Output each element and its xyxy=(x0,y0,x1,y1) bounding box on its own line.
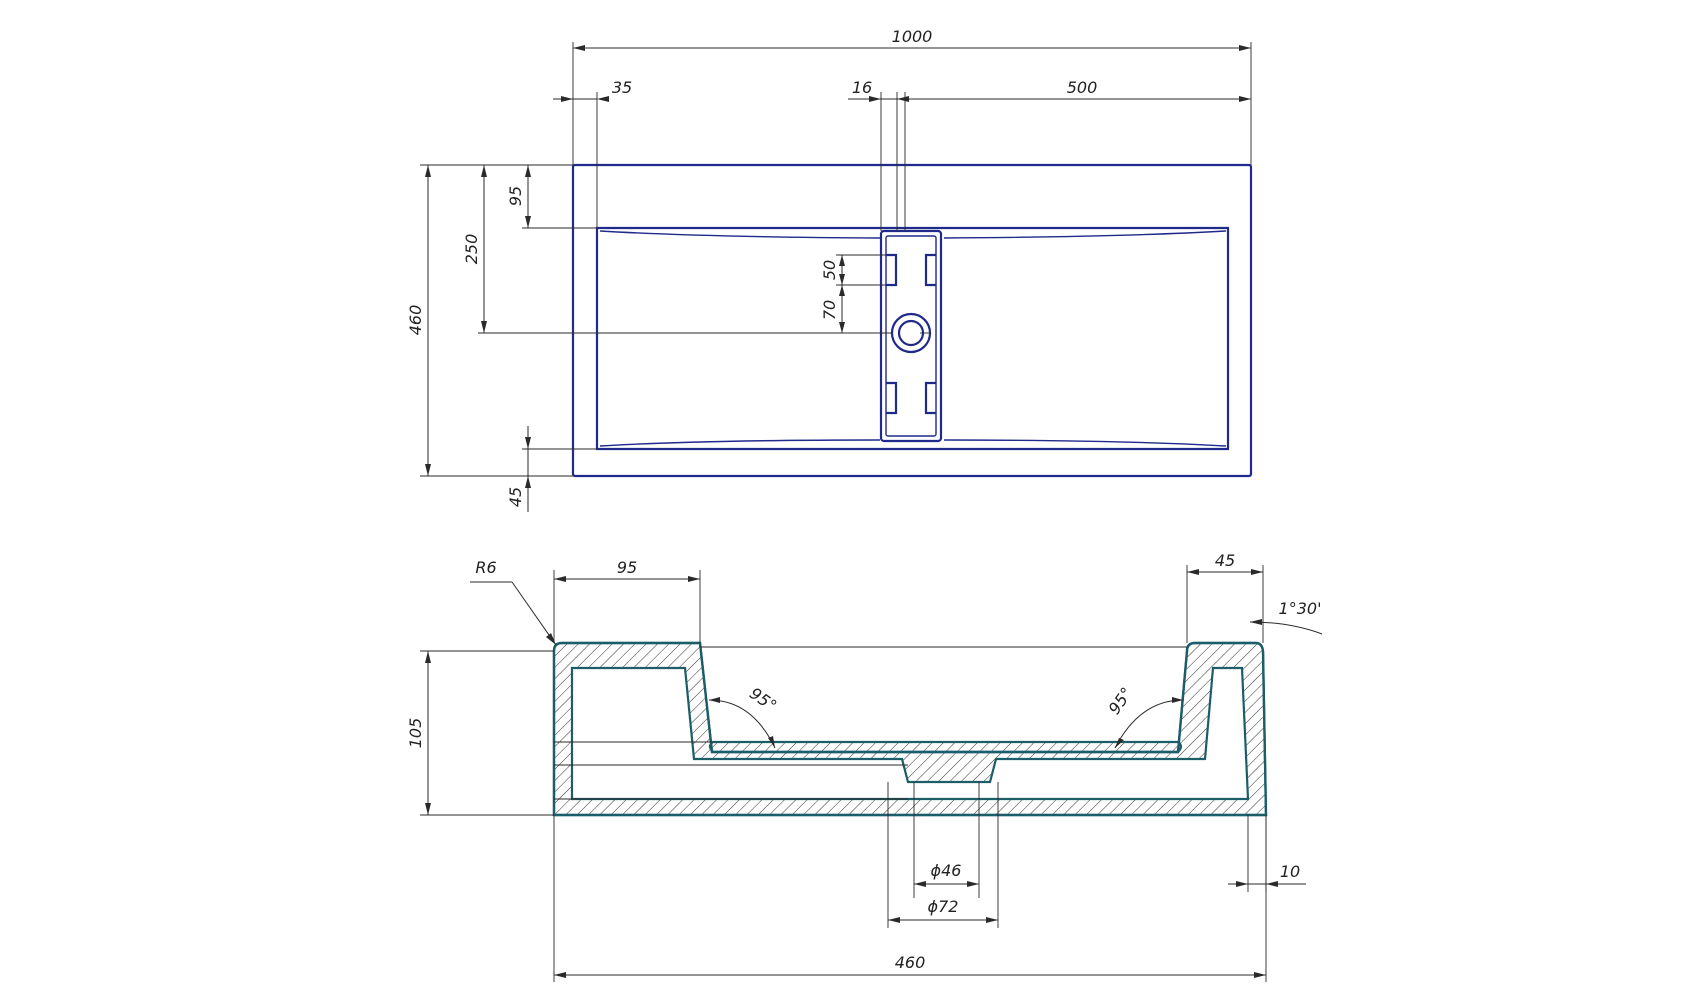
dim-half-width: 500 xyxy=(1067,78,1098,97)
dim-drain-center: 250 xyxy=(462,234,481,265)
drain-channel xyxy=(879,229,943,443)
dim-section-depth: 460 xyxy=(895,953,926,972)
dim-drain-outer: ϕ72 xyxy=(928,897,959,916)
dim-rim-offset: 35 xyxy=(612,78,632,97)
dim-left-angle: 95° xyxy=(746,684,780,716)
basin-outer-outline xyxy=(571,163,1253,478)
basin-inner-bowl xyxy=(595,226,1230,451)
dim-right-angle: 95° xyxy=(1105,684,1137,718)
dim-draft-angle: 1°30' xyxy=(1279,599,1322,618)
dim-section-back-rim: 95 xyxy=(617,558,637,577)
dim-slot-to-drain: 70 xyxy=(820,300,839,320)
dim-drain-slot-width: 16 xyxy=(852,78,872,97)
dim-corner-radius: R6 xyxy=(475,558,496,577)
dim-slot-spacing: 50 xyxy=(820,260,839,280)
section-body xyxy=(552,641,1268,817)
slot-marks xyxy=(886,253,936,415)
dim-back-rim: 95 xyxy=(506,186,525,206)
dim-drain-inner: ϕ46 xyxy=(931,861,962,880)
dim-depth: 460 xyxy=(406,305,425,336)
section-view: 95 45 1°30' R6 105 95° 95° xyxy=(406,551,1323,982)
section-tray xyxy=(708,740,1183,754)
dim-wall-thickness: 10 xyxy=(1280,862,1300,881)
dim-front-rim: 45 xyxy=(506,487,525,507)
dim-section-height: 105 xyxy=(406,718,425,749)
plan-view: 1000 35 16 500 460 250 95 xyxy=(406,27,1253,512)
dim-overall-width: 1000 xyxy=(892,27,933,46)
dim-section-front-rim: 45 xyxy=(1215,551,1235,570)
